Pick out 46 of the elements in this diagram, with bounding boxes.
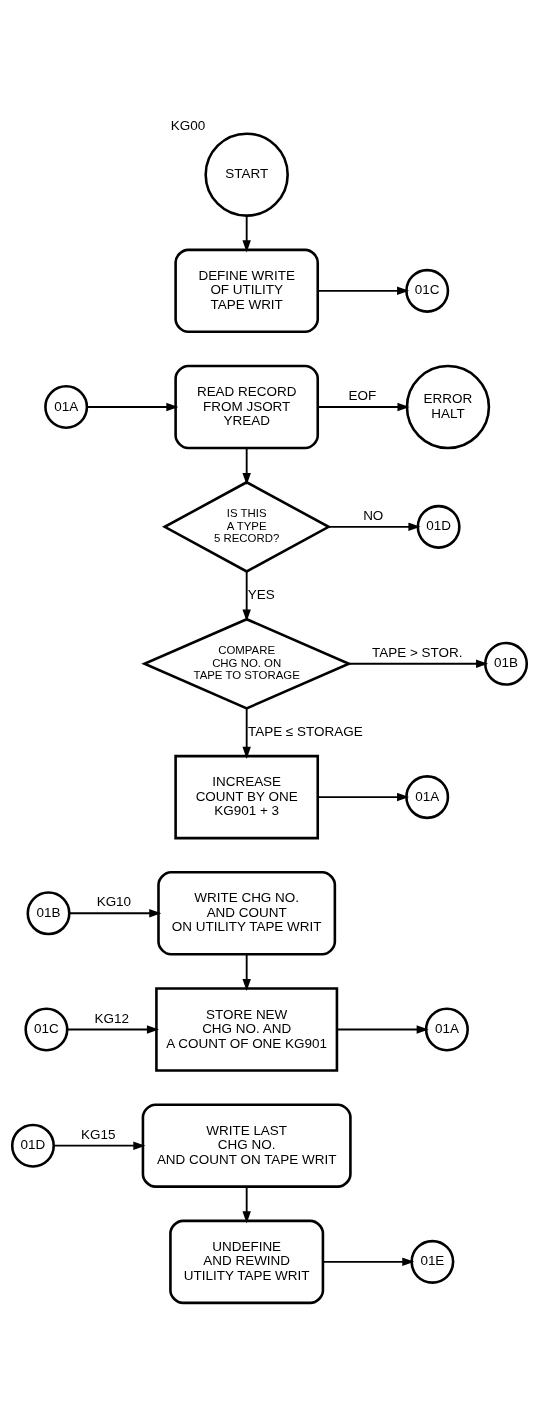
node-circle: 01B — [26, 891, 71, 936]
node-circle: 01A — [44, 385, 89, 430]
arrow — [242, 707, 251, 759]
arrow — [322, 1257, 415, 1267]
arrow — [316, 286, 410, 296]
arrow — [348, 659, 489, 668]
node-circle: 01E — [410, 1239, 455, 1284]
arrow — [66, 1025, 159, 1034]
node-diamond: IS THIS A TYPE 5 RECORD? — [162, 480, 332, 573]
node-box: WRITE CHG NO. AND COUNT ON UTILITY TAPE WRIT — [157, 871, 337, 956]
node-circle: 01C — [405, 268, 450, 313]
node-circle: START — [204, 132, 289, 217]
edge-label: TAPE > STOR. — [371, 644, 463, 660]
edge-label: TAPE ≤ STORAGE — [247, 723, 363, 739]
node-box: WRITE LAST CHG NO. AND COUNT ON TAPE WRIT — [141, 1103, 352, 1188]
arrow — [317, 402, 410, 412]
node-box: UNDEFINE AND REWIND UTILITY TAPE WRIT — [169, 1219, 325, 1305]
node-box: READ RECORD FROM JSORT YREAD — [174, 364, 320, 450]
node-circle: ERROR HALT — [405, 364, 491, 450]
arrow — [242, 570, 251, 622]
arrow — [242, 215, 251, 253]
arrow — [68, 909, 162, 918]
arrow — [52, 1141, 146, 1150]
node-box: INCREASE COUNT BY ONE KG901 + 3 — [174, 754, 320, 840]
arrow — [86, 402, 179, 412]
edge-label: YES — [247, 586, 275, 602]
edge-label: KG12 — [94, 1010, 130, 1026]
node-circle: 01C — [24, 1007, 69, 1052]
node-circle: 01D — [416, 504, 461, 549]
node-label: KG00 — [170, 117, 206, 133]
node-box: STORE NEW CHG NO. AND A COUNT OF ONE KG901 — [155, 987, 339, 1072]
node-circle: 01B — [484, 641, 529, 686]
node-circle: 01A — [405, 775, 450, 820]
node-box: DEFINE WRITE OF UTILITY TAPE WRIT — [174, 248, 320, 334]
edge-label: KG15 — [81, 1126, 116, 1142]
edge-label: KG10 — [96, 894, 132, 910]
arrow — [242, 1186, 251, 1224]
arrow — [327, 522, 421, 532]
node-circle: 01D — [10, 1123, 55, 1168]
arrow — [242, 447, 251, 486]
edge-label: NO — [363, 508, 384, 524]
arrow — [316, 792, 410, 802]
arrow — [242, 953, 251, 992]
node-circle: 01A — [424, 1007, 469, 1052]
edge-label: EOF — [348, 388, 377, 404]
arrow — [336, 1025, 429, 1034]
